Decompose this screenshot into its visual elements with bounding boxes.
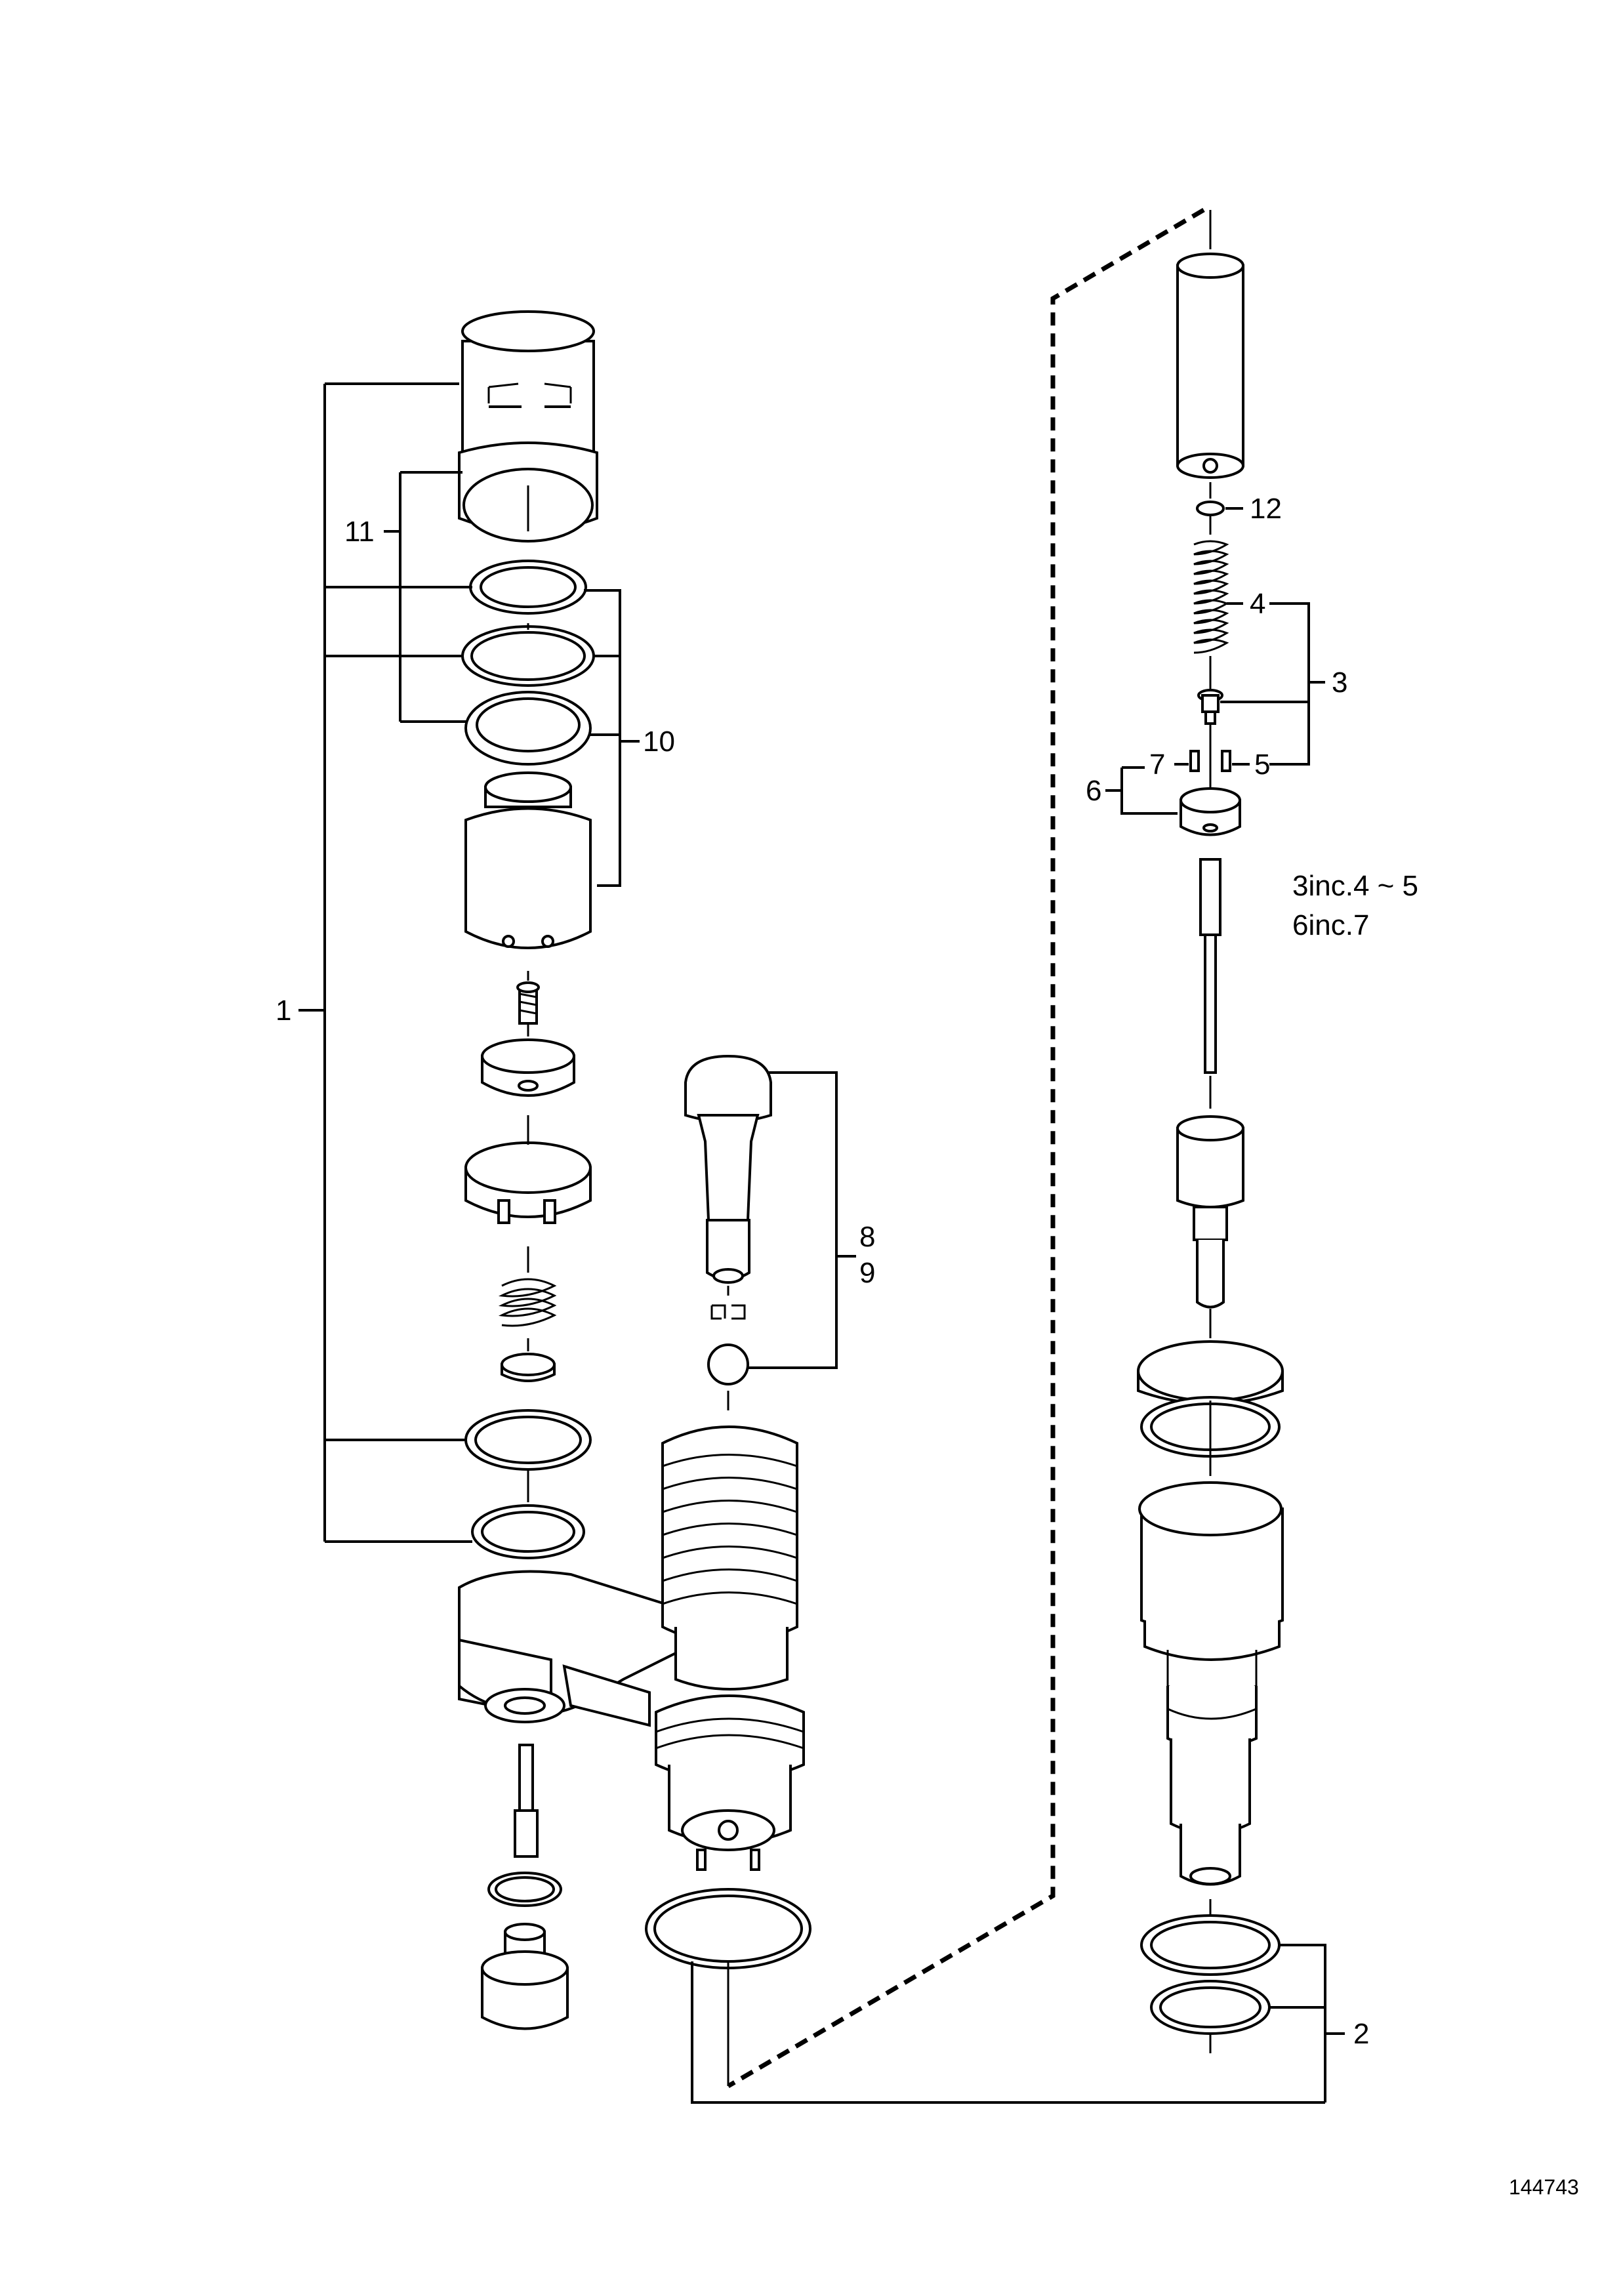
clip-part [710, 1304, 746, 1320]
dashed-connection-line [727, 207, 1205, 2089]
label-8: 8 [859, 1221, 875, 1253]
ball-part [707, 1343, 749, 1385]
part-labels: 1 2 3 4 5 6 7 8 9 10 11 12 [276, 493, 1369, 2050]
label-2: 2 [1353, 2018, 1369, 2050]
note-line-1: 3inc.4 ~ 5 [1292, 870, 1418, 902]
nozzle-ring-upper [1137, 1340, 1284, 1405]
right-nozzle-assembly [1137, 210, 1284, 2053]
o-ring-lower-2 [471, 1504, 585, 1559]
solenoid-cap [461, 310, 595, 464]
injector-lower-body [655, 1694, 805, 1871]
armature-plate [481, 1038, 575, 1097]
inclusion-notes: 3inc.4 ~ 5 6inc.7 [1292, 870, 1418, 941]
bottom-cap [481, 1923, 569, 2030]
intermediate-piece [1180, 787, 1241, 836]
nozzle-nut [1138, 1481, 1284, 1886]
large-seal-ring [645, 1888, 811, 1969]
label-7: 7 [1149, 748, 1165, 781]
figure-reference-number: 144743 [1509, 2175, 1579, 2199]
label-12: 12 [1250, 493, 1282, 525]
dowel-pin-right [1221, 750, 1231, 772]
bellows-housing [661, 1425, 798, 1691]
pin-part [514, 1744, 539, 1858]
o-ring-middle [461, 625, 595, 687]
left-injector-assembly [458, 310, 677, 2030]
bottom-ring-upper [1140, 1914, 1281, 1976]
coil-spring-small [498, 1278, 557, 1327]
o-ring-upper [469, 560, 587, 615]
o-ring-small-bottom [487, 1872, 562, 1907]
valve-piece [684, 1054, 772, 1284]
label-9: 9 [859, 1257, 875, 1289]
nozzle-body [1176, 1115, 1244, 1309]
dowel-pin-left [1189, 750, 1200, 772]
shim-washer [1196, 501, 1225, 516]
label-11: 11 [344, 516, 375, 548]
nozzle-spring [1193, 540, 1229, 654]
nozzle-needle [1199, 858, 1221, 1074]
centre-injector-body [645, 1054, 811, 2086]
label-6: 6 [1086, 775, 1101, 807]
bottom-ring-lower [1150, 1980, 1271, 2035]
label-1: 1 [276, 994, 291, 1027]
note-line-2: 6inc.7 [1292, 909, 1369, 941]
spring-seat [501, 1353, 556, 1382]
label-10: 10 [643, 726, 675, 758]
spring-housing [464, 1141, 592, 1224]
o-ring-lower-1 [464, 1409, 592, 1471]
rocker-arm-body [458, 1570, 677, 1727]
leader-lines [298, 382, 1345, 2104]
nozzle-spring-seat [1197, 689, 1223, 725]
solenoid-body [464, 771, 592, 949]
o-ring-lower [464, 691, 592, 766]
top-cylinder [1176, 253, 1244, 479]
label-4: 4 [1250, 588, 1265, 620]
label-5: 5 [1254, 748, 1270, 781]
screw-part [516, 981, 540, 1025]
label-3: 3 [1332, 666, 1347, 699]
